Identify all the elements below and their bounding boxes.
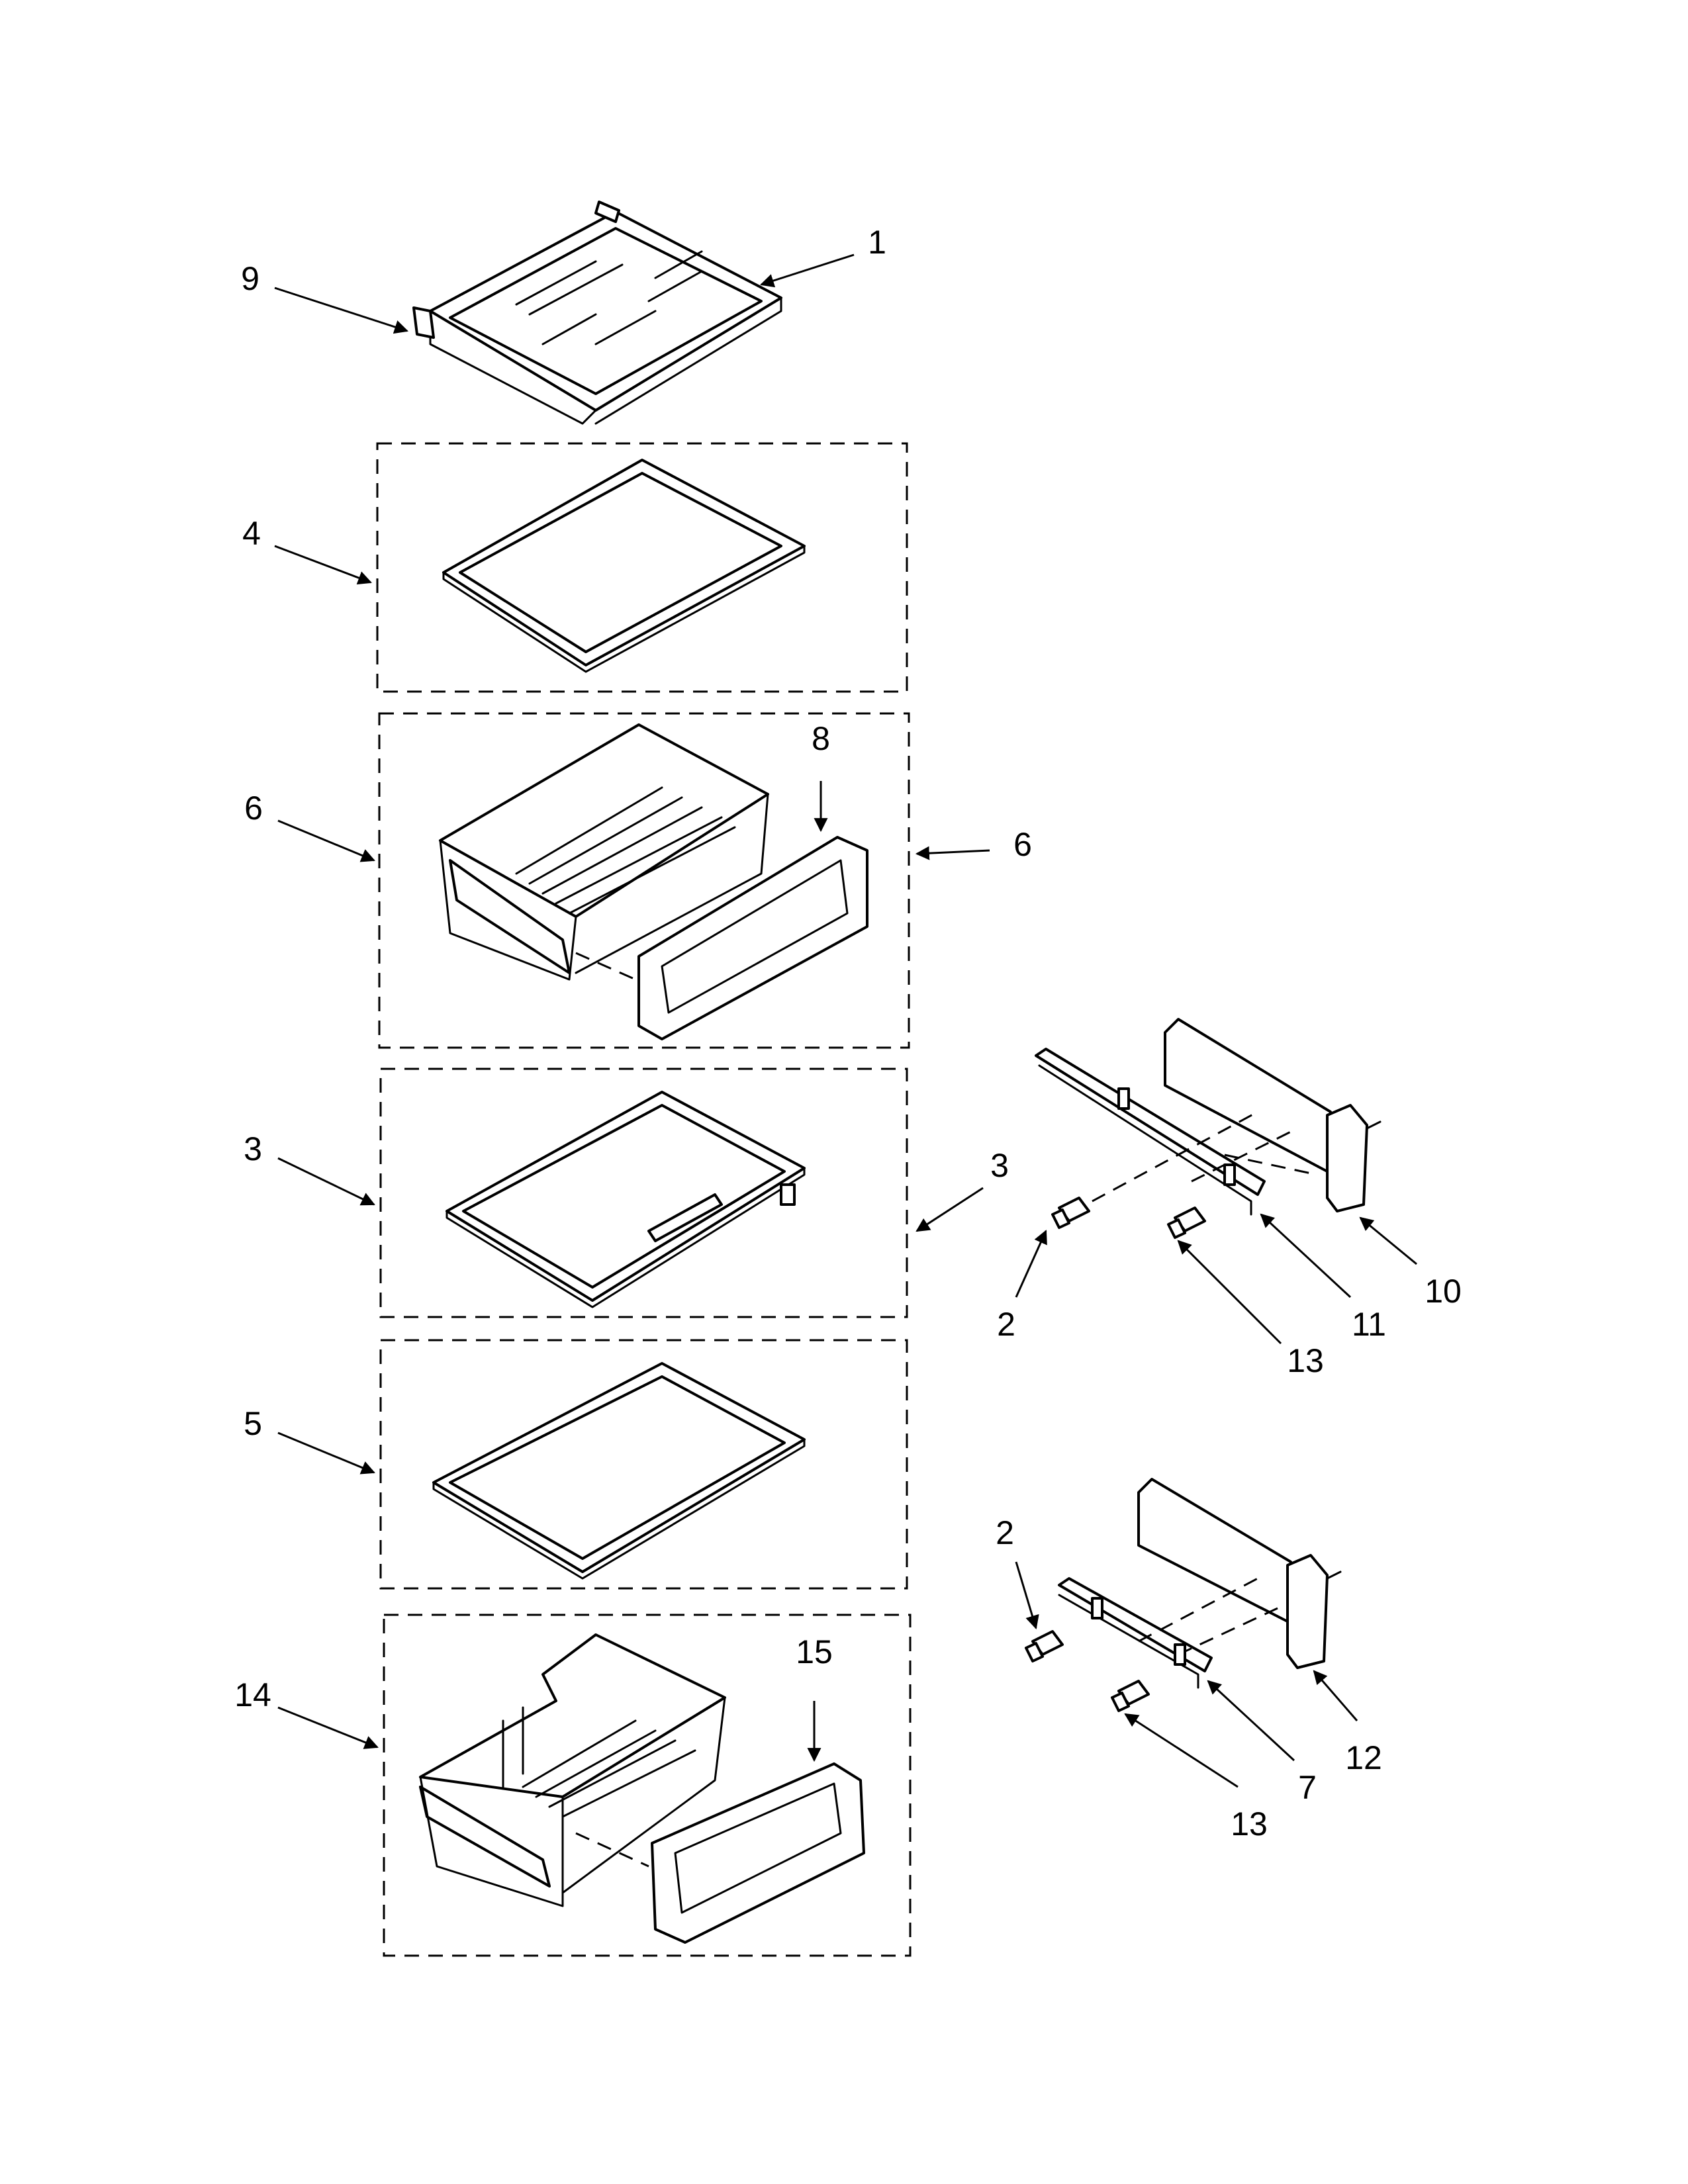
callout-11: 11 bbox=[1352, 1306, 1386, 1343]
callout-4: 4 bbox=[242, 515, 261, 552]
dashed-box-6 bbox=[378, 712, 910, 1049]
dashed-box-3 bbox=[379, 1068, 908, 1318]
screw-lower-2 bbox=[1025, 1630, 1064, 1662]
screw-lower-13 bbox=[1111, 1680, 1150, 1712]
callout-7: 7 bbox=[1298, 1769, 1317, 1806]
drawer-slide-assembly-lower bbox=[1025, 1478, 1342, 1712]
callout-3-right: 3 bbox=[990, 1147, 1009, 1184]
meat-drawer-14 bbox=[419, 1633, 865, 1944]
callout-3-left: 3 bbox=[244, 1130, 262, 1167]
callout-2-lower: 2 bbox=[996, 1514, 1014, 1551]
callout-12: 12 bbox=[1345, 1739, 1382, 1776]
callout-15: 15 bbox=[796, 1633, 833, 1670]
drawer-slide-assembly-upper bbox=[1035, 1018, 1382, 1239]
callout-2-upper: 2 bbox=[997, 1306, 1015, 1343]
callout-5: 5 bbox=[244, 1405, 262, 1442]
callout-10: 10 bbox=[1425, 1273, 1462, 1310]
callout-8: 8 bbox=[812, 720, 830, 757]
callout-13-upper: 13 bbox=[1287, 1342, 1324, 1379]
callout-labels: 1 9 4 6 6 8 3 3 5 14 15 2 13 11 10 2 13 … bbox=[234, 224, 1462, 1843]
glass-panel-5 bbox=[432, 1362, 806, 1580]
screw-upper-2 bbox=[1051, 1197, 1090, 1229]
callout-1: 1 bbox=[868, 224, 886, 261]
callout-14: 14 bbox=[234, 1676, 271, 1713]
dashed-box-14 bbox=[383, 1614, 912, 1957]
leader-lines bbox=[274, 253, 1417, 1788]
glass-shelf-assembly bbox=[412, 201, 782, 425]
callout-13-lower: 13 bbox=[1231, 1805, 1268, 1843]
dashed-box-4 bbox=[376, 442, 908, 693]
screw-upper-13 bbox=[1167, 1206, 1206, 1239]
crisper-drawer-6 bbox=[439, 723, 868, 1040]
callout-6-right: 6 bbox=[1013, 826, 1032, 863]
callout-9: 9 bbox=[241, 260, 259, 297]
glass-panel-4 bbox=[442, 459, 806, 673]
glass-panel-3 bbox=[445, 1091, 806, 1308]
callout-6-left: 6 bbox=[244, 790, 263, 827]
dashed-box-5 bbox=[379, 1339, 908, 1590]
